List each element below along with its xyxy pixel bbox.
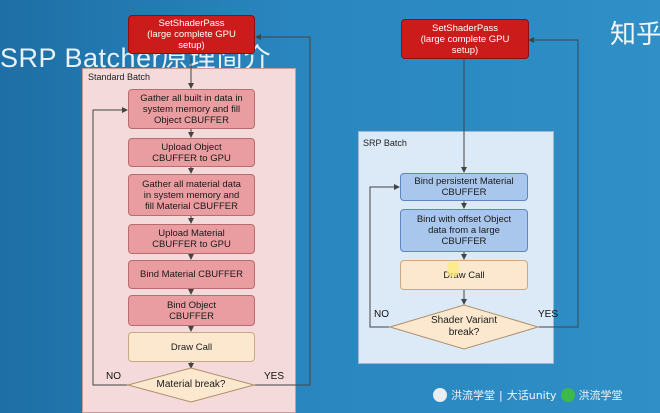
- srp-step-bind-offset-object: Bind with offset Object data from a larg…: [400, 209, 528, 252]
- std-step-upload-material: Upload Material CBUFFER to GPU: [128, 224, 255, 254]
- watermark-text-2: 大话unity: [506, 389, 557, 402]
- std-yes-label: YES: [264, 371, 285, 382]
- watermark-text-3: 洪流学堂: [578, 389, 623, 402]
- srp-set-shader-pass-box: SetShaderPass (large complete GPU setup): [401, 19, 529, 59]
- srp-batch-label: SRP Batch: [363, 138, 407, 148]
- standard-batch-label: Standard Batch: [88, 72, 151, 82]
- srp-step-draw-call: Draw Call: [400, 260, 528, 290]
- shader-variant-break-diamond: [388, 304, 540, 350]
- mouse-cursor-highlight: [447, 261, 459, 277]
- std-step-draw-call: Draw Call: [128, 332, 255, 362]
- std-no-label: NO: [106, 371, 121, 382]
- std-step-upload-object: Upload Object CBUFFER to GPU: [128, 138, 255, 167]
- watermark-separator: |: [499, 388, 503, 402]
- watermark-text-1: 洪流学堂: [451, 389, 495, 402]
- hongliu-logo-icon: [433, 388, 447, 402]
- std-step-bind-object: Bind Object CBUFFER: [128, 295, 255, 326]
- srp-yes-label: YES: [538, 309, 559, 320]
- wechat-icon: [560, 388, 575, 402]
- std-step-gather-builtin: Gather all built in data in system memor…: [128, 89, 255, 129]
- watermark: 洪流学堂 | 大话unity 洪流学堂: [433, 386, 623, 404]
- std-step-gather-material: Gather all material data in system memor…: [128, 174, 255, 216]
- srp-step-bind-material: Bind persistent Material CBUFFER: [400, 173, 528, 201]
- material-break-diamond: [126, 367, 256, 403]
- std-decision-label: Material break?: [156, 379, 226, 390]
- std-step-bind-material: Bind Material CBUFFER: [128, 260, 255, 289]
- srp-decision-label: Shader Variant break?: [431, 315, 497, 338]
- corner-text: 知乎: [610, 20, 660, 50]
- srp-no-label: NO: [374, 309, 389, 320]
- std-set-shader-pass-box: SetShaderPass (large complete GPU setup): [128, 15, 255, 54]
